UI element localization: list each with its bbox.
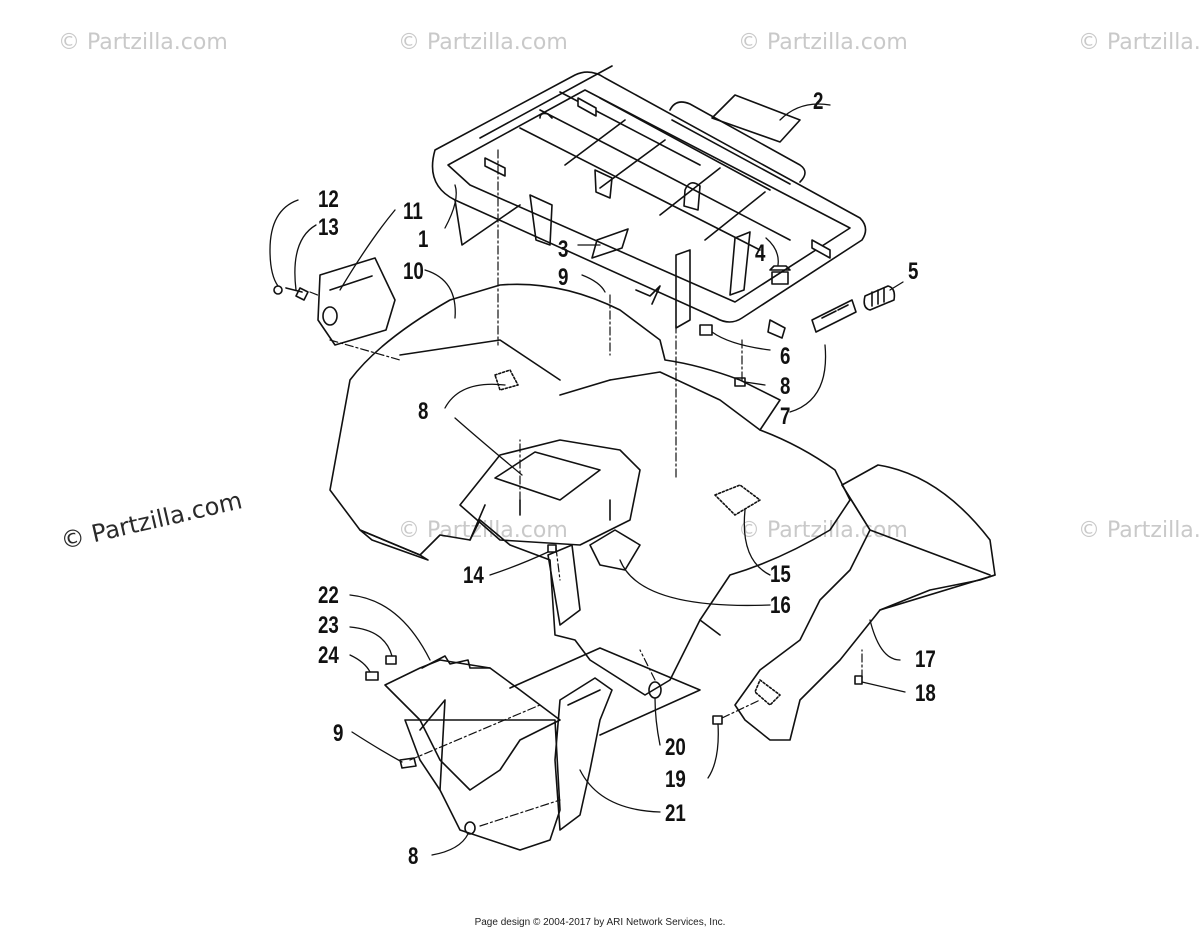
callout-22[interactable]: 22	[318, 582, 339, 609]
callout-16[interactable]: 16	[770, 592, 791, 619]
watermark: © Partzilla.com	[1078, 30, 1200, 55]
watermark: © Partzilla.com	[398, 30, 568, 55]
callout-4[interactable]: 4	[755, 240, 766, 267]
callout-13[interactable]: 13	[318, 214, 339, 241]
right-fender	[734, 464, 996, 741]
rear-fender	[329, 283, 851, 696]
rear-rack	[431, 65, 867, 339]
callout-17[interactable]: 17	[915, 646, 936, 673]
callout-8[interactable]: 8	[408, 843, 419, 870]
callout-14[interactable]: 14	[463, 562, 484, 589]
watermark: © Partzilla.com	[738, 518, 908, 543]
callout-12[interactable]: 12	[318, 186, 339, 213]
callout-7[interactable]: 7	[780, 403, 791, 430]
footer-copyright: Page design © 2004-2017 by ARI Network S…	[474, 917, 726, 928]
callout-24[interactable]: 24	[318, 642, 339, 669]
callout-3[interactable]: 3	[558, 236, 569, 263]
callout-1[interactable]: 1	[418, 226, 429, 253]
callout-18[interactable]: 18	[915, 680, 936, 707]
callout-21[interactable]: 21	[665, 800, 686, 827]
callout-10[interactable]: 10	[403, 258, 424, 285]
callout-2[interactable]: 2	[813, 88, 824, 115]
callout-20[interactable]: 20	[665, 734, 686, 761]
callout-5[interactable]: 5	[908, 258, 919, 285]
callout-11[interactable]: 11	[403, 198, 423, 225]
callout-8[interactable]: 8	[418, 398, 429, 425]
callout-15[interactable]: 15	[770, 561, 791, 588]
watermark: © Partzilla.com	[1078, 518, 1200, 543]
callout-8[interactable]: 8	[780, 373, 791, 400]
callout-19[interactable]: 19	[665, 766, 686, 793]
watermark: © Partzilla.com	[738, 30, 908, 55]
callout-9[interactable]: 9	[333, 720, 344, 747]
callout-6[interactable]: 6	[780, 343, 791, 370]
callout-23[interactable]: 23	[318, 612, 339, 639]
callout-9[interactable]: 9	[558, 264, 569, 291]
watermark: © Partzilla.com	[58, 30, 228, 55]
